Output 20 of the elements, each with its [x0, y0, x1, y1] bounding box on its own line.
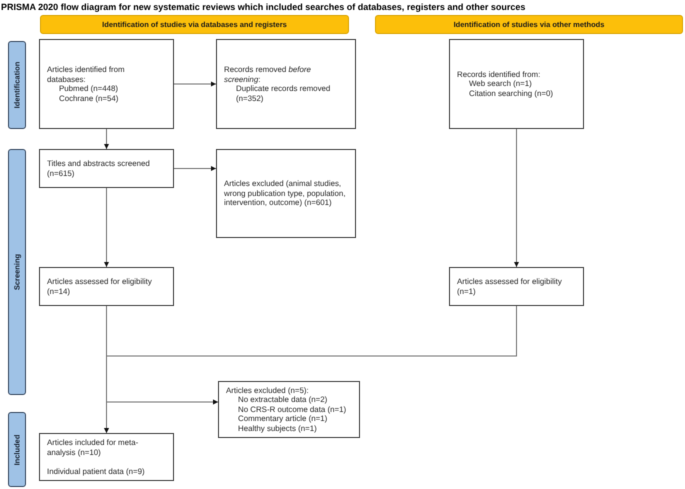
process-box: [39, 149, 174, 188]
arrow: [104, 128, 109, 150]
arrow: [174, 82, 216, 86]
arrow: [104, 188, 109, 268]
process-box: [218, 381, 360, 438]
process-box: [39, 433, 174, 481]
process-box: [449, 39, 584, 129]
column-header-bar: [40, 15, 349, 34]
phase-band: [8, 41, 26, 129]
process-box: [39, 39, 174, 129]
process-box: [449, 267, 584, 306]
column-header-bar: [375, 15, 683, 34]
arrow: [174, 166, 216, 171]
process-box: [39, 267, 174, 306]
arrow: [514, 128, 519, 268]
process-box: [216, 149, 356, 238]
phase-band: [8, 412, 26, 487]
phase-band: [8, 149, 26, 395]
diagram-title: PRISMA 2020 flow diagram for new systematic reviews which included searches of databases, registers and other sources: [1, 2, 526, 13]
process-box: [216, 39, 356, 129]
